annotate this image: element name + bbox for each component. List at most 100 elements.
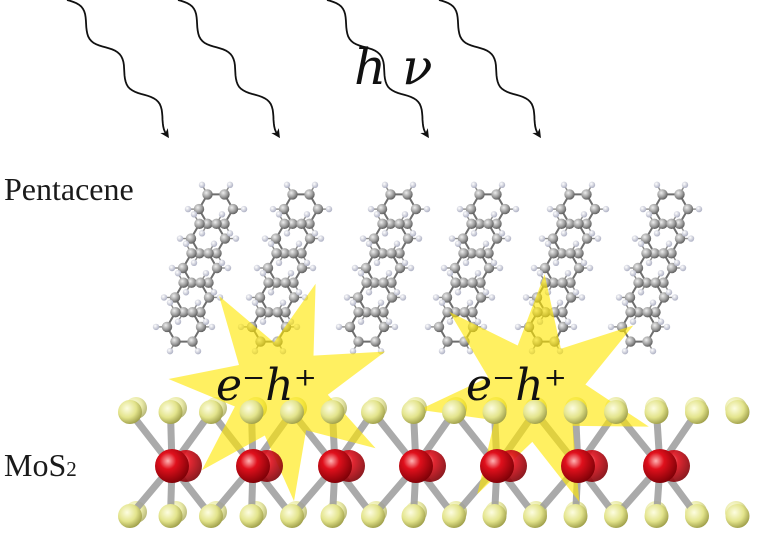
carbon-atom (219, 189, 230, 200)
hydrogen-atom (580, 211, 588, 218)
hydrogen-atom (423, 205, 431, 213)
hydrogen-atom (432, 294, 440, 301)
carbon-atom (658, 277, 669, 288)
sulfur-atom (361, 504, 385, 528)
hydrogen-atom (385, 318, 393, 325)
carbon-atom (410, 203, 422, 215)
hydrogen-atom (629, 318, 637, 325)
carbon-atom (378, 306, 389, 318)
hydrogen-atom (629, 269, 637, 277)
carbon-atom (557, 306, 568, 318)
hydrogen-atom (657, 269, 665, 277)
hydrogen-atom (556, 299, 564, 306)
carbon-atom (557, 277, 568, 288)
mos2-label-main: MoS (4, 447, 66, 483)
carbon-atom (304, 189, 315, 200)
carbon-atom (442, 336, 453, 347)
exciton-glow-layer (168, 274, 649, 502)
hydrogen-atom (401, 211, 409, 218)
photon-arrows (66, 0, 541, 139)
carbon-atom (666, 262, 678, 274)
carbon-atom (255, 306, 266, 318)
carbon-atom (280, 306, 291, 318)
molybdenum-atom (480, 449, 514, 483)
hydrogen-atom (681, 181, 689, 189)
hydrogen-atom (295, 240, 303, 247)
carbon-atom (368, 233, 380, 244)
hydrogen-atom (152, 323, 160, 331)
carbon-atom (666, 248, 677, 259)
hydrogen-atom (466, 347, 474, 355)
carbon-atom (633, 277, 644, 288)
carbon-atom (475, 292, 487, 303)
carbon-atom (287, 189, 298, 200)
carbon-atom (203, 292, 215, 303)
hydrogen-atom (673, 259, 681, 267)
sulfur-atom (442, 400, 466, 424)
hydrogen-atom (687, 235, 695, 242)
hydrogen-atom (645, 259, 653, 267)
hydrogen-atom (409, 181, 417, 189)
hydrogen-atom (357, 318, 365, 325)
photon-arrow (326, 0, 429, 139)
carbon-atom (564, 218, 575, 230)
carbon-atom (555, 203, 567, 215)
hydrogen-atom (649, 347, 657, 355)
hydrogen-atom (365, 240, 373, 247)
hydrogen-atom (665, 289, 673, 296)
carbon-atom (402, 233, 414, 244)
carbon-atom (280, 277, 291, 288)
hydrogen-atom (572, 289, 580, 296)
hydrogen-atom (275, 211, 283, 218)
exciton-glow-right (419, 274, 649, 502)
hydrogen-atom (546, 205, 554, 213)
hydrogen-atom (275, 259, 283, 267)
hydrogen-atom (512, 205, 520, 213)
carbon-atom (193, 203, 205, 215)
carbon-atom (450, 277, 461, 288)
carbon-atom (211, 218, 222, 230)
photon-arrow (66, 0, 169, 139)
carbon-atom (296, 218, 307, 230)
hydrogen-atom (367, 205, 375, 213)
hydrogen-atom (210, 240, 218, 247)
carbon-atom (466, 218, 477, 230)
sulfur-atom (361, 400, 385, 424)
carbon-atom (674, 218, 685, 230)
hydrogen-atom (349, 299, 357, 306)
carbon-atom (194, 218, 205, 230)
carbon-atom (402, 218, 413, 230)
hydrogen-atom (544, 240, 552, 247)
hydrogen-atom (621, 347, 629, 355)
hydrogen-atom (602, 205, 610, 213)
mos2-label: MoS2 (4, 447, 77, 483)
carbon-atom (386, 277, 397, 288)
carbon-atom (457, 233, 469, 244)
carbon-atom (360, 262, 372, 274)
carbon-atom (458, 248, 469, 259)
carbon-atom (581, 189, 592, 200)
hydrogen-atom (261, 235, 269, 242)
pentacene-molecule (152, 181, 248, 355)
hydrogen-atom (470, 181, 478, 189)
molybdenum-atom (399, 449, 433, 483)
carbon-atom (202, 218, 213, 230)
sulfur-atom (725, 400, 750, 424)
carbon-atom (402, 189, 413, 200)
carbon-atom (641, 277, 652, 288)
hydrogen-atom (182, 289, 190, 296)
hydrogen-atom (653, 181, 661, 189)
sulfur-atom (118, 400, 142, 424)
carbon-atom (369, 248, 380, 259)
hydrogen-atom (637, 240, 645, 247)
carbon-atom (279, 248, 290, 259)
carbon-atom (304, 218, 315, 230)
carbon-atom (263, 306, 274, 318)
hydrogen-atom (309, 264, 317, 272)
sulfur-atom (563, 504, 588, 528)
carbon-atom (278, 203, 290, 215)
hydrogen-atom (409, 230, 417, 237)
sulfur-atom (604, 504, 628, 528)
hydrogen-atom (649, 299, 657, 306)
sulfur-atom (158, 400, 183, 424)
